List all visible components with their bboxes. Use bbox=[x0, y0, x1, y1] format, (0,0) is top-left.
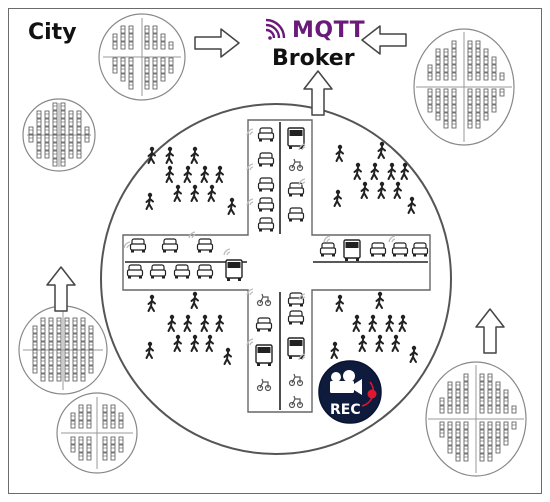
mqtt-signal-icon bbox=[265, 18, 286, 40]
road-cross bbox=[122, 119, 431, 413]
mqtt-logo-text: MQTT bbox=[292, 18, 366, 43]
video-camera-icon bbox=[318, 360, 382, 424]
rec-label: REC bbox=[330, 402, 361, 418]
recording-indicator bbox=[367, 389, 377, 399]
district-clusters bbox=[18, 13, 527, 477]
district-cluster-mid-left bbox=[22, 98, 96, 172]
district-cluster-bottom-left bbox=[56, 392, 138, 474]
broker-label: Broker bbox=[272, 46, 355, 71]
arrow-to-broker-right bbox=[361, 25, 407, 55]
district-cluster-top-right bbox=[413, 28, 515, 146]
district-cluster-top-left bbox=[98, 13, 186, 101]
arrow-up-left bbox=[46, 266, 76, 312]
arrow-up-right bbox=[475, 308, 505, 354]
district-cluster-lower-left bbox=[18, 305, 108, 395]
city-label: City bbox=[28, 20, 77, 45]
arrow-to-broker-left bbox=[194, 28, 240, 58]
district-cluster-bottom-right bbox=[425, 361, 527, 477]
